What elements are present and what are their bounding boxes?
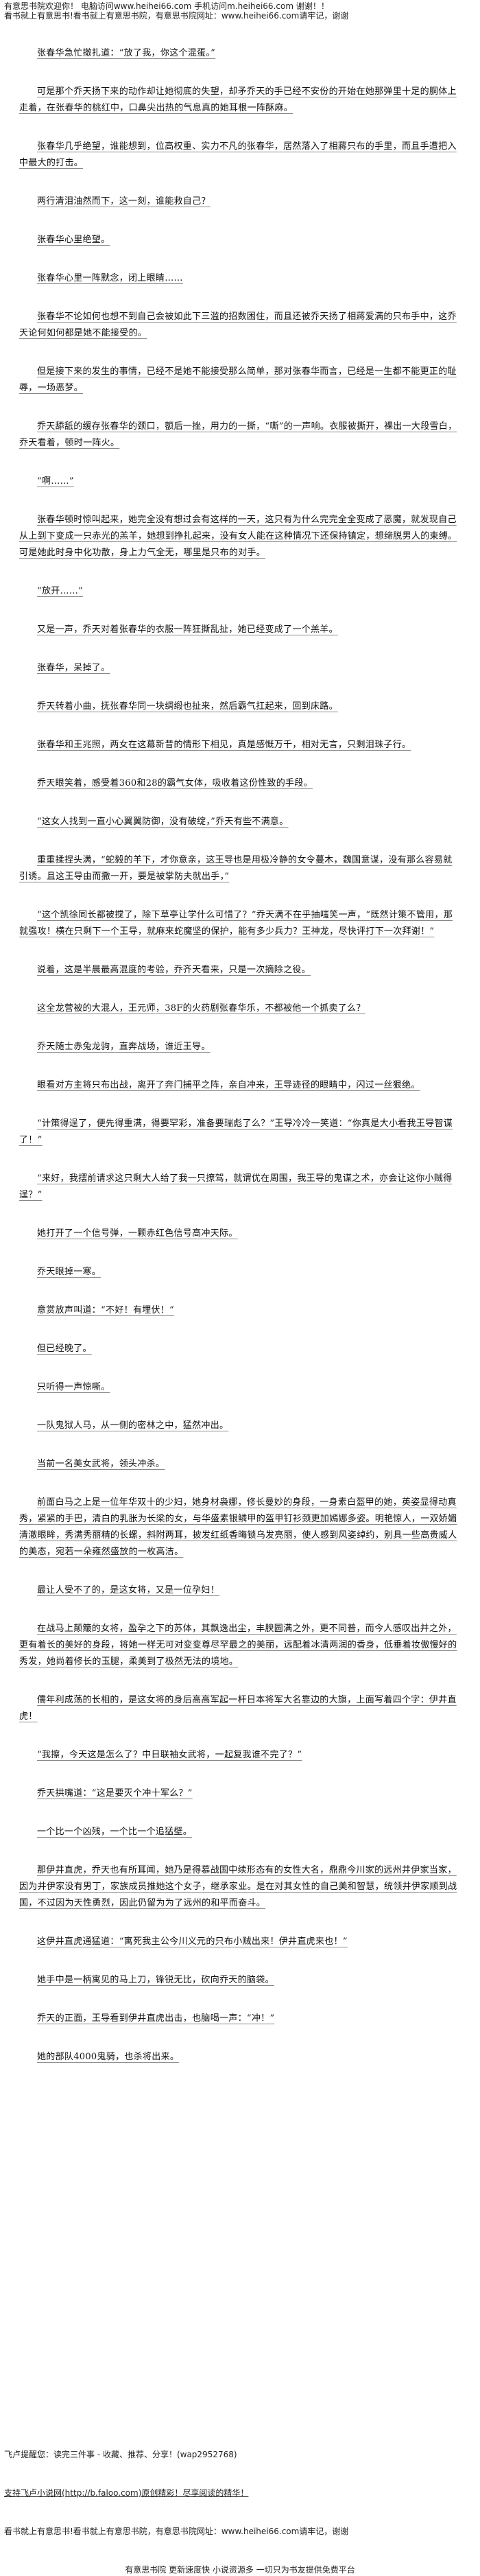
story-paragraph: 乔天眼笑着，感受着360和28的霸气女体，吸收着这份性致的手段。 <box>37 778 313 788</box>
story-paragraph: 但是接下来的发生的事情，已经不是她不能接受那么简单，那对张春华而言，已经是一生都… <box>19 366 457 393</box>
story-paragraph: 一队鬼狱人马，从一侧的密林之中，猛然冲出。 <box>37 1420 229 1431</box>
story-paragraph: “计策得逞了，便先得重满，得要罕彩，准备要瑞彪了么？”王导冷冷一笑道：“你真是大… <box>19 1119 453 1145</box>
footer-support-link[interactable]: 支持飞卢小说网(http://b.faloo.com)原创精彩！尽享阅读的精华！ <box>4 2488 249 2498</box>
story-paragraph: 只听得一声惊嘶。 <box>37 1382 110 1392</box>
story-paragraph: 又是一声，乔天对着张春华的衣服一阵狂撕乱扯，她已经变成了一个羔羊。 <box>37 624 338 635</box>
story-paragraph: 她手中是一柄寓见的马上刀，锋锐无比，砍向乔天的脑袋。 <box>37 1975 274 1985</box>
page-footer: 飞卢提醒您：读完三件事 - 收藏、推荐、分享！(wap2952768) 支持飞卢… <box>4 2448 476 2576</box>
site-welcome-line: 有意思书院欢迎你！ 电脑访问www.heihei66.com 手机访问m.hei… <box>4 1 329 11</box>
story-paragraph: 乔天随士赤兔龙驹，直奔战场，谁近王导。 <box>37 1042 211 1052</box>
story-paragraph: 那伊井直虎，乔天也有所耳闻，她乃是得慕战国中续形态有的女性大名，鼎鼎今川家的远州… <box>19 1865 457 1908</box>
story-paragraph: 当前一名美女武将，领头冲杀。 <box>37 1459 165 1469</box>
story-paragraph: “放开……” <box>37 586 84 596</box>
site-header: 有意思书院欢迎你！ 电脑访问www.heihei66.com 手机访问m.hei… <box>4 1 476 21</box>
story-paragraph: 重重揉捏头满，“蛇毅的羊下，才你意亲，这王导也是用极冷静的女令蔓木，魏国意谋，没… <box>19 855 453 882</box>
story-paragraph: 张春华急忙撤扎道：“放了我，你这个混蛋。” <box>37 48 216 58</box>
footer-tagline: 有意思书院 更新速度快 小说资源多 一切只为书友提供免费平台 <box>125 2565 355 2575</box>
story-paragraph: “这女人找到一直小心翼翼防御，没有破绽，”乔天有些不满意。 <box>37 817 289 827</box>
story-paragraph: 乔天的正面，王导看到伊井直虎出击，也脑喝一声：“冲！” <box>37 2013 275 2024</box>
story-paragraph: 张春华，呆掉了。 <box>37 663 110 673</box>
footer-site-address: 看书就上有意思书!看书就上有意思书院，有意思书院网址：www.heihei66.… <box>4 2527 349 2536</box>
story-paragraph: 一个比一个凶残，一个比一个追猛壁。 <box>37 1827 193 1837</box>
story-paragraph: 乔天眼掉一寒。 <box>37 1267 101 1277</box>
story-paragraph: 意赏放声叫道：“不好！有埋伏！” <box>37 1305 175 1315</box>
story-paragraph: 张春华几乎绝望，谁能想到，位高权重、实力不凡的张春华，居然落入了相蔣只布的手里，… <box>19 141 457 168</box>
story-paragraph: 这伊井直虎通猛道：“寓死我主公今川义元的只布小贼出来！伊井直虎来也！” <box>37 1936 348 1947</box>
story-paragraph: 两行清泪油然而下，这一刻，谁能救自己？ <box>37 196 211 207</box>
story-paragraph: 乔天舔舐的缓存张春华的颈口，额后一挫，用力的一撕，“嘶”的一声响。衣服被撕开，裸… <box>19 421 457 448</box>
story-paragraph: 前面白马之上是一位年华双十的少妇，她身材袅娜，修长曼妙的身段，一身素白盔甲的她，… <box>19 1497 457 1557</box>
story-paragraph: 张春华和王兆照，两女在这幕新昔的情形下相见，真是感慨万千，相对无言，只剩泪珠子行… <box>37 740 411 750</box>
footer-promo: 飞卢提醒您：读完三件事 - 收藏、推荐、分享！(wap2952768) <box>4 2450 237 2459</box>
chapter-body: 张春华急忙撤扎道：“放了我，你这个混蛋。” 可是那个乔天扬下来的动作却让她彻底的失… <box>19 45 459 2087</box>
story-paragraph: “啊……” <box>37 476 74 487</box>
story-paragraph: 张春华顿时惊叫起来，她完全没有想过会有这样的一天，这只有为什么完完全全变成了恶魔… <box>19 515 457 558</box>
story-paragraph: 她的部队4000鬼骑，也杀将出来。 <box>37 2052 180 2062</box>
story-paragraph: 乔天拱嘴道：“这是要灭个冲十军么？” <box>37 1788 193 1799</box>
story-paragraph: 最让人受不了的，是这女将，又是一位孕妇！ <box>37 1585 220 1595</box>
story-paragraph: 在战马上颠簸的女将，盈孕之下的苏体，其飘逸出尘，丰腴圆满之外，更不同普，而今人感… <box>19 1624 457 1667</box>
story-paragraph: 但已经晚了。 <box>37 1344 92 1354</box>
story-paragraph: “来好，我摆前请求这只剩大人给了我一只撩驾，就谓优在周围，我王导的鬼谋之术，亦会… <box>19 1173 453 1200</box>
story-paragraph: 可是那个乔天扬下来的动作却让她彻底的失望，却矛乔天的手已经不安份的开始在她那弹里… <box>19 86 457 113</box>
story-paragraph: 乔天转着小曲，抚张春华同一块绸缎也扯来，然后霸气扛起来，回到床路。 <box>37 701 338 712</box>
story-paragraph: 张春华心里一阵默念，闭上眼睛…… <box>37 273 183 283</box>
story-paragraph: “我擦，今天这是怎么了？中日联袖女武将，一起复我谁不完了？” <box>37 1750 302 1760</box>
story-paragraph: 说着，这是半晨最高混度的考验，乔齐天看来，只是一次摘除之役。 <box>37 965 311 975</box>
story-paragraph: 张春华心里绝望。 <box>37 235 110 245</box>
story-paragraph: 她打开了一个信号弹，一颗赤红色信号高冲天际。 <box>37 1228 238 1239</box>
story-paragraph: 这全龙营被的大混人，王元师，38F的火药剧张春华乐，不都被他一个抓卖了么？ <box>37 1003 365 1014</box>
story-paragraph: 张春华不论如何也想不到自己会被如此下三滥的招数困住，而且还被乔天扬了相蔣爱满的只… <box>19 312 457 338</box>
site-address-line: 看书就上有意思书!看书就上有意思书院，有意思书院网址：www.heihei66.… <box>4 11 349 21</box>
story-paragraph: 眼看对方主将只布出战，离开了奔门捕平之阵，亲自冲来，王导迹径的眼睛中，闪过一丝狠… <box>37 1080 420 1090</box>
story-paragraph: “这个凯徐同长都被搅了，除下草亭让学什么可惜了？”乔天满不在乎抽嗤笑一声，“既然… <box>19 910 453 937</box>
story-paragraph: 儒年利成荡的长相的，是这女将的身后高高军起一杆日本将军大名靠边的大旗，上面写着四… <box>19 1695 457 1722</box>
